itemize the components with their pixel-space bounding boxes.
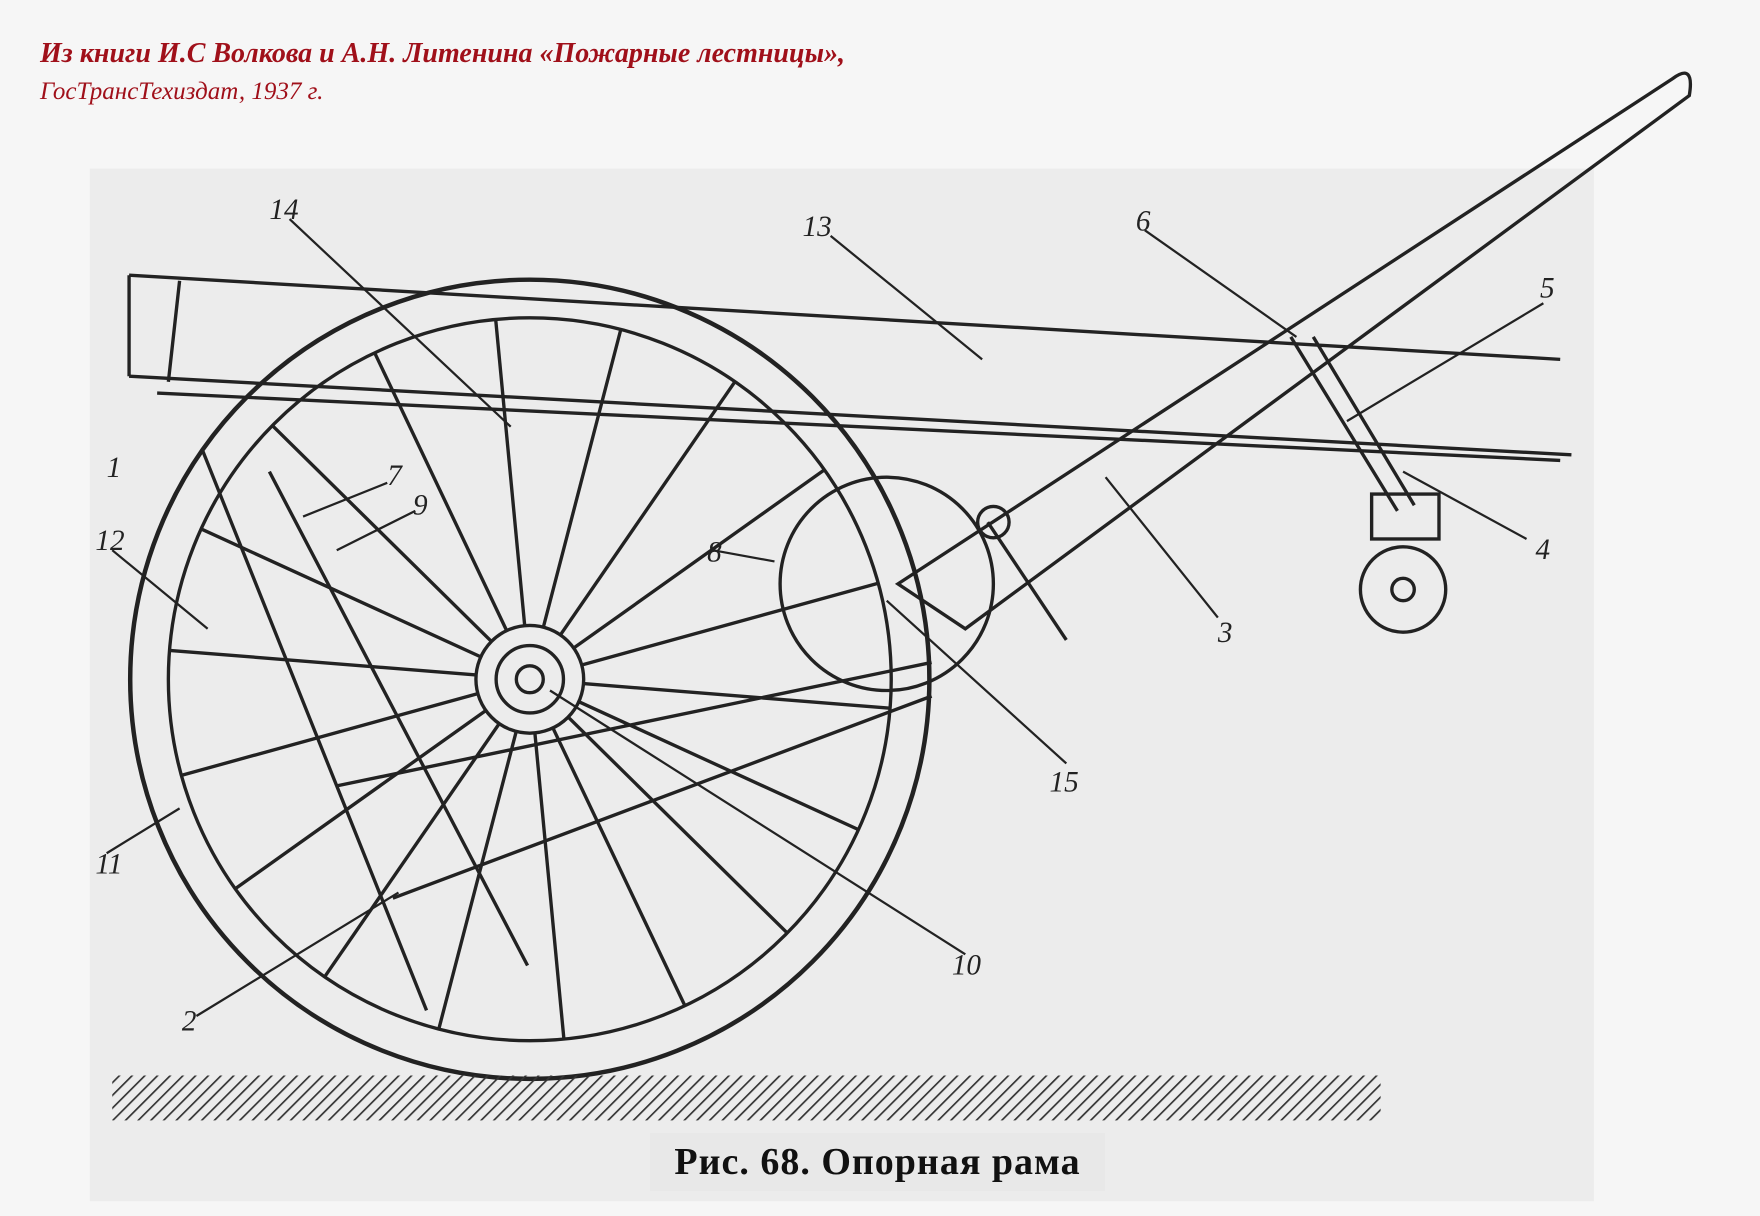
brake-lever: [986, 521, 1068, 641]
caster-wheel: [1358, 545, 1448, 634]
wheel-spoke: [551, 727, 687, 1007]
wheel-spoke: [494, 319, 527, 626]
wheel-spoke: [533, 732, 566, 1040]
frame-brace: [200, 448, 933, 1012]
label-15: 15: [1049, 767, 1078, 799]
label-8: 8: [707, 536, 722, 568]
label-13: 13: [803, 211, 832, 243]
label-2: 2: [182, 1006, 197, 1038]
scan-background: [89, 168, 1594, 1202]
wheel-rim-inner: [166, 316, 893, 1043]
wheel-spoke: [169, 648, 477, 677]
label-6: 6: [1136, 205, 1151, 237]
wheel-spoke: [200, 527, 482, 659]
wheel-spoke: [271, 424, 493, 643]
jack-block: [1369, 492, 1441, 541]
source-credit-title: Из книги И.С Волкова и А.Н. Литенина «По…: [40, 38, 845, 69]
drawbar: [894, 71, 1693, 631]
figure-caption: Рис. 68. Опорная рама: [650, 1133, 1105, 1191]
brake-drum: [778, 475, 996, 693]
wheel-hub: [474, 623, 586, 735]
axle: [514, 664, 545, 695]
ground-hatching: [112, 1075, 1381, 1121]
label-10: 10: [952, 949, 982, 981]
frame-beam: [128, 273, 1572, 463]
hub-ring: [494, 643, 566, 715]
leader-lines: [106, 218, 1544, 1017]
wheel-spoke: [437, 730, 518, 1030]
label-11: 11: [95, 848, 122, 880]
wheel-spoke: [323, 722, 501, 978]
frame-end: [127, 275, 182, 383]
caster-hub: [1390, 576, 1416, 603]
wheel-spoke: [566, 715, 789, 935]
wheel-spoke: [373, 352, 509, 632]
wheel-spoke: [581, 581, 879, 667]
wheel-spoke: [578, 700, 860, 832]
jack-screw: [1289, 336, 1416, 512]
label-5: 5: [1540, 273, 1555, 305]
wheel-spoke: [180, 691, 479, 777]
label-4: 4: [1536, 534, 1551, 566]
label-1: 1: [107, 452, 122, 484]
source-credit-publisher: ГосТрансТехиздат, 1937 г.: [40, 78, 324, 105]
label-3: 3: [1217, 617, 1233, 649]
wheel-spokes: [169, 319, 891, 1040]
label-9: 9: [413, 489, 428, 521]
label-12: 12: [95, 525, 124, 557]
wheel-spoke: [234, 709, 487, 891]
wheel-spoke: [572, 468, 826, 650]
label-14: 14: [269, 194, 298, 226]
label-7: 7: [387, 460, 403, 492]
wheel-spoke: [558, 380, 737, 636]
wheel-spoke: [583, 681, 891, 710]
wheel-spoke: [541, 329, 623, 628]
ratchet-gear: [975, 504, 1011, 540]
